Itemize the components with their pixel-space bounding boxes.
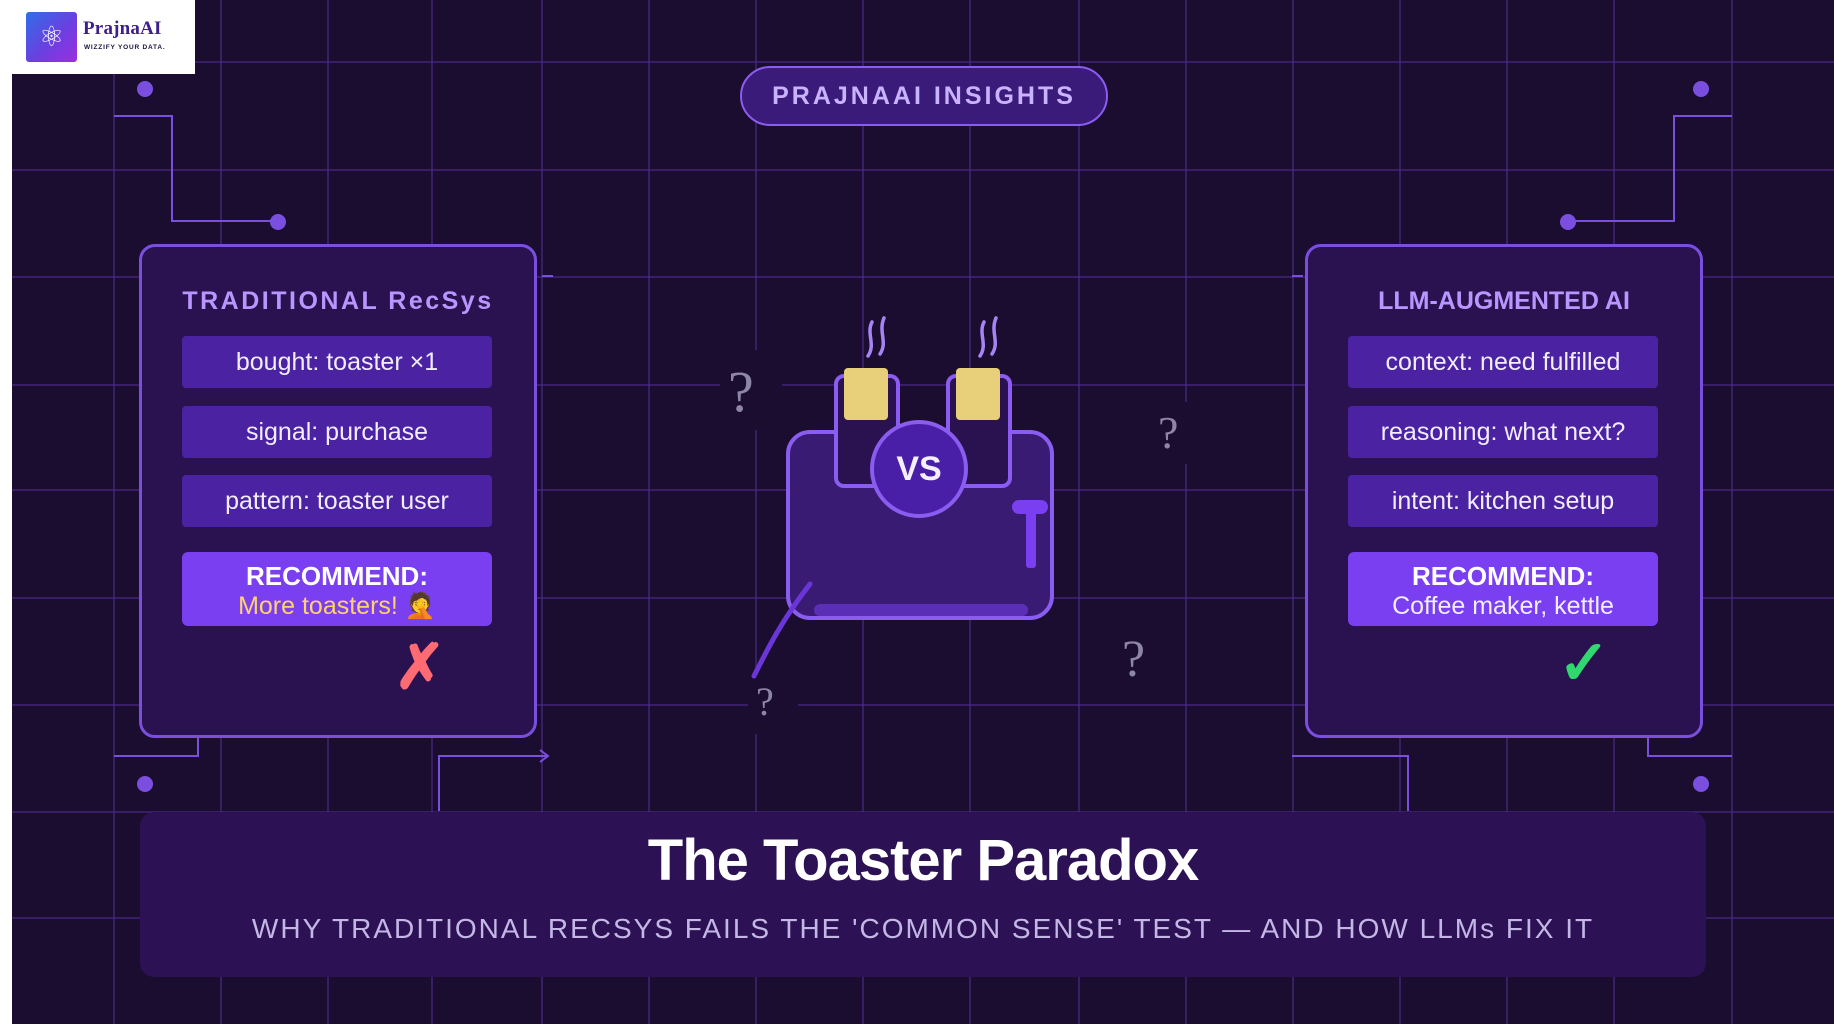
recommend-label: RECOMMEND: bbox=[246, 561, 428, 591]
recommendation-box: RECOMMEND: Coffee maker, kettle bbox=[1348, 552, 1658, 626]
question-mark: ? bbox=[756, 679, 774, 724]
recommend-value: More toasters! 🤦 bbox=[238, 592, 436, 620]
brand-logo: ⚛ PrajnaAI WIZZIFY YOUR DATA. bbox=[12, 0, 195, 74]
card-title: LLM-AUGMENTED AI bbox=[1378, 287, 1630, 315]
circuit-nodes bbox=[137, 81, 1709, 792]
llm-augmented-card: LLM-AUGMENTED AI context: need fulfilled… bbox=[1305, 244, 1703, 738]
check-mark-icon: ✓ bbox=[1558, 629, 1610, 698]
question-mark: ? bbox=[1122, 631, 1146, 688]
insights-badge: PRAJNAAI INSIGHTS bbox=[740, 66, 1108, 126]
signal-chip: pattern: toaster user bbox=[182, 475, 492, 527]
brain-icon: ⚛ bbox=[26, 12, 77, 62]
traditional-recsys-card: TRADITIONAL RecSys bought: toaster ×1 si… bbox=[139, 244, 537, 738]
recommend-label: RECOMMEND: bbox=[1412, 561, 1594, 591]
recommend-value: Coffee maker, kettle bbox=[1392, 592, 1614, 620]
circuit-traces bbox=[114, 115, 1732, 811]
page-subtitle: WHY TRADITIONAL RECSYS FAILS THE 'COMMON… bbox=[251, 913, 1595, 944]
page-title: The Toaster Paradox bbox=[647, 828, 1199, 893]
signal-chip: reasoning: what next? bbox=[1348, 406, 1658, 458]
recommendation-box: RECOMMEND: More toasters! 🤦 bbox=[182, 552, 492, 626]
signal-chip: intent: kitchen setup bbox=[1348, 475, 1658, 527]
brand-tagline: WIZZIFY YOUR DATA. bbox=[84, 44, 166, 51]
signal-chip: signal: purchase bbox=[182, 406, 492, 458]
brand-name: PrajnaAI bbox=[83, 18, 162, 39]
vs-badge: VS bbox=[870, 420, 968, 518]
signal-chip: bought: toaster ×1 bbox=[182, 336, 492, 388]
cross-mark-icon: ✗ bbox=[394, 633, 446, 702]
question-mark: ? bbox=[728, 359, 754, 424]
title-banner: The Toaster Paradox WHY TRADITIONAL RECS… bbox=[140, 812, 1706, 977]
question-mark: ? bbox=[1158, 407, 1179, 458]
card-title: TRADITIONAL RecSys bbox=[182, 287, 494, 315]
signal-chip: context: need fulfilled bbox=[1348, 336, 1658, 388]
infographic-canvas: ⚛ PrajnaAI WIZZIFY YOUR DATA. PRAJNAAI I… bbox=[12, 0, 1834, 1024]
